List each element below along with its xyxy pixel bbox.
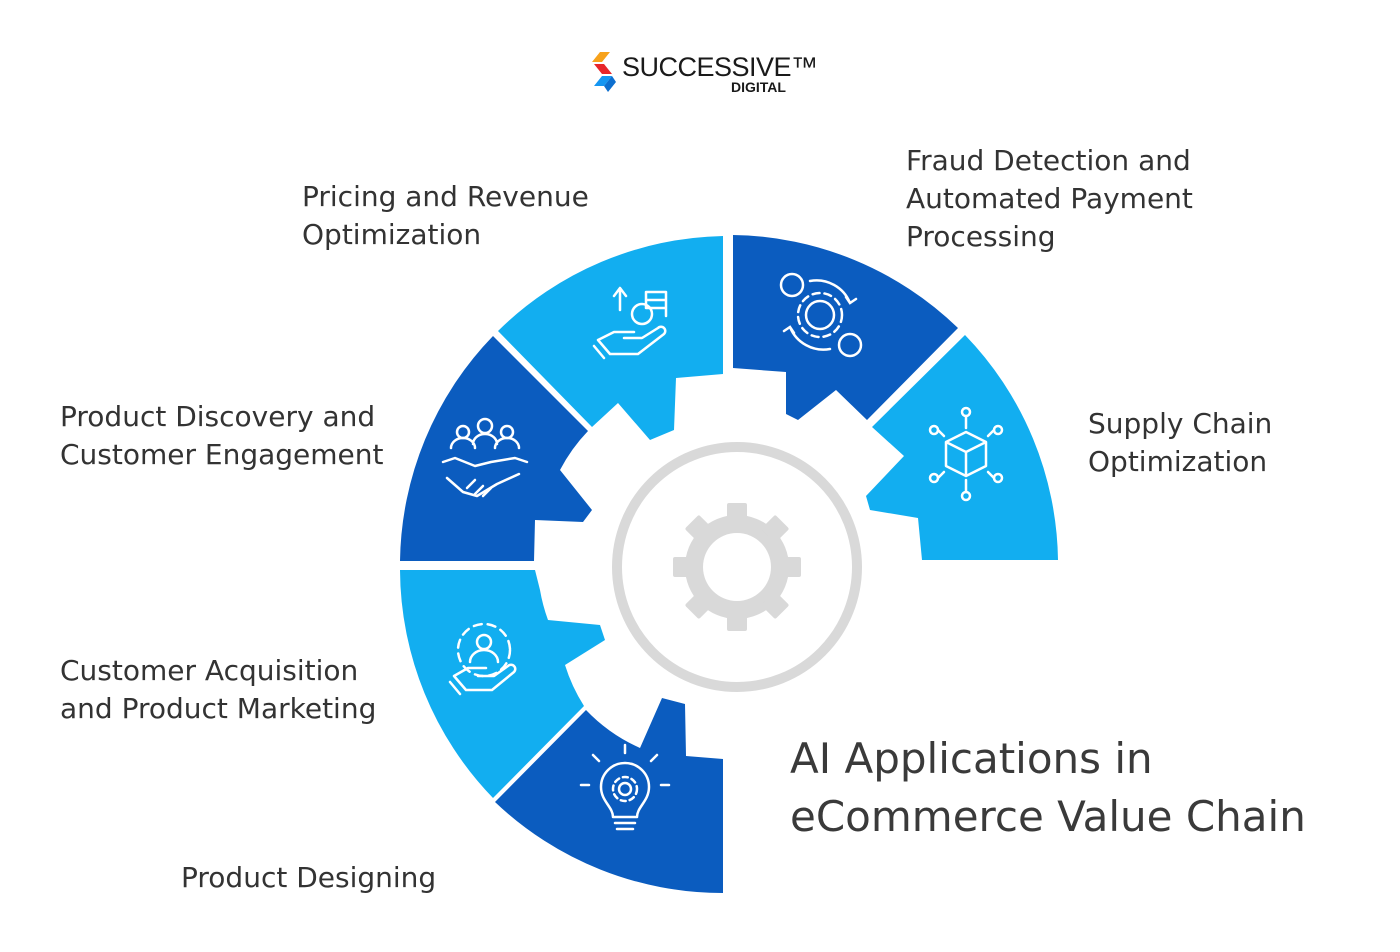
segment-pricing bbox=[498, 236, 723, 440]
segment-acquisition bbox=[400, 570, 605, 798]
label-discovery: Product Discovery and Customer Engagemen… bbox=[60, 398, 384, 474]
center-gear-icon bbox=[673, 503, 801, 631]
logo-mark-icon bbox=[592, 52, 616, 92]
label-pricing-line1: Pricing and Revenue bbox=[302, 180, 589, 213]
logo-brand-text: SUCCESSIVE™ bbox=[622, 52, 818, 82]
company-logo: SUCCESSIVE™ DIGITAL bbox=[590, 50, 820, 98]
lightbulb-gear-icon bbox=[579, 743, 671, 831]
label-supply-line1: Supply Chain bbox=[1088, 407, 1273, 440]
label-pricing: Pricing and Revenue Optimization bbox=[302, 178, 589, 254]
logo-sub-text: DIGITAL bbox=[731, 79, 786, 95]
title-line2: eCommerce Value Chain bbox=[790, 792, 1306, 841]
user-cycle-hand-icon bbox=[448, 622, 517, 696]
diagram-title: AI Applications in eCommerce Value Chain bbox=[790, 730, 1306, 846]
label-fraud-line2: Automated Payment bbox=[906, 182, 1193, 215]
coins-in-hand-icon bbox=[592, 286, 668, 360]
label-fraud-line1: Fraud Detection and bbox=[906, 144, 1191, 177]
dollar-gear-cycle-icon bbox=[779, 272, 863, 358]
label-discovery-line1: Product Discovery and bbox=[60, 400, 376, 433]
segment-designing bbox=[495, 698, 723, 894]
handshake-team-icon bbox=[441, 417, 529, 498]
segment-supply bbox=[866, 335, 1058, 560]
label-supply-line2: Optimization bbox=[1088, 445, 1268, 478]
label-acquisition-line1: Customer Acquisition bbox=[60, 654, 359, 687]
label-designing: Product Designing bbox=[181, 859, 436, 897]
label-acquisition-line2: and Product Marketing bbox=[60, 692, 377, 725]
label-pricing-line2: Optimization bbox=[302, 218, 482, 251]
label-fraud: Fraud Detection and Automated Payment Pr… bbox=[906, 142, 1193, 256]
label-supply: Supply Chain Optimization bbox=[1088, 405, 1272, 481]
label-fraud-line3: Processing bbox=[906, 220, 1056, 253]
segment-fraud bbox=[733, 235, 958, 420]
label-acquisition: Customer Acquisition and Product Marketi… bbox=[60, 652, 376, 728]
label-discovery-line2: Customer Engagement bbox=[60, 438, 384, 471]
network-box-icon bbox=[928, 406, 1004, 502]
title-line1: AI Applications in bbox=[790, 734, 1153, 783]
label-designing-line1: Product Designing bbox=[181, 861, 437, 894]
center-ring bbox=[612, 442, 862, 692]
